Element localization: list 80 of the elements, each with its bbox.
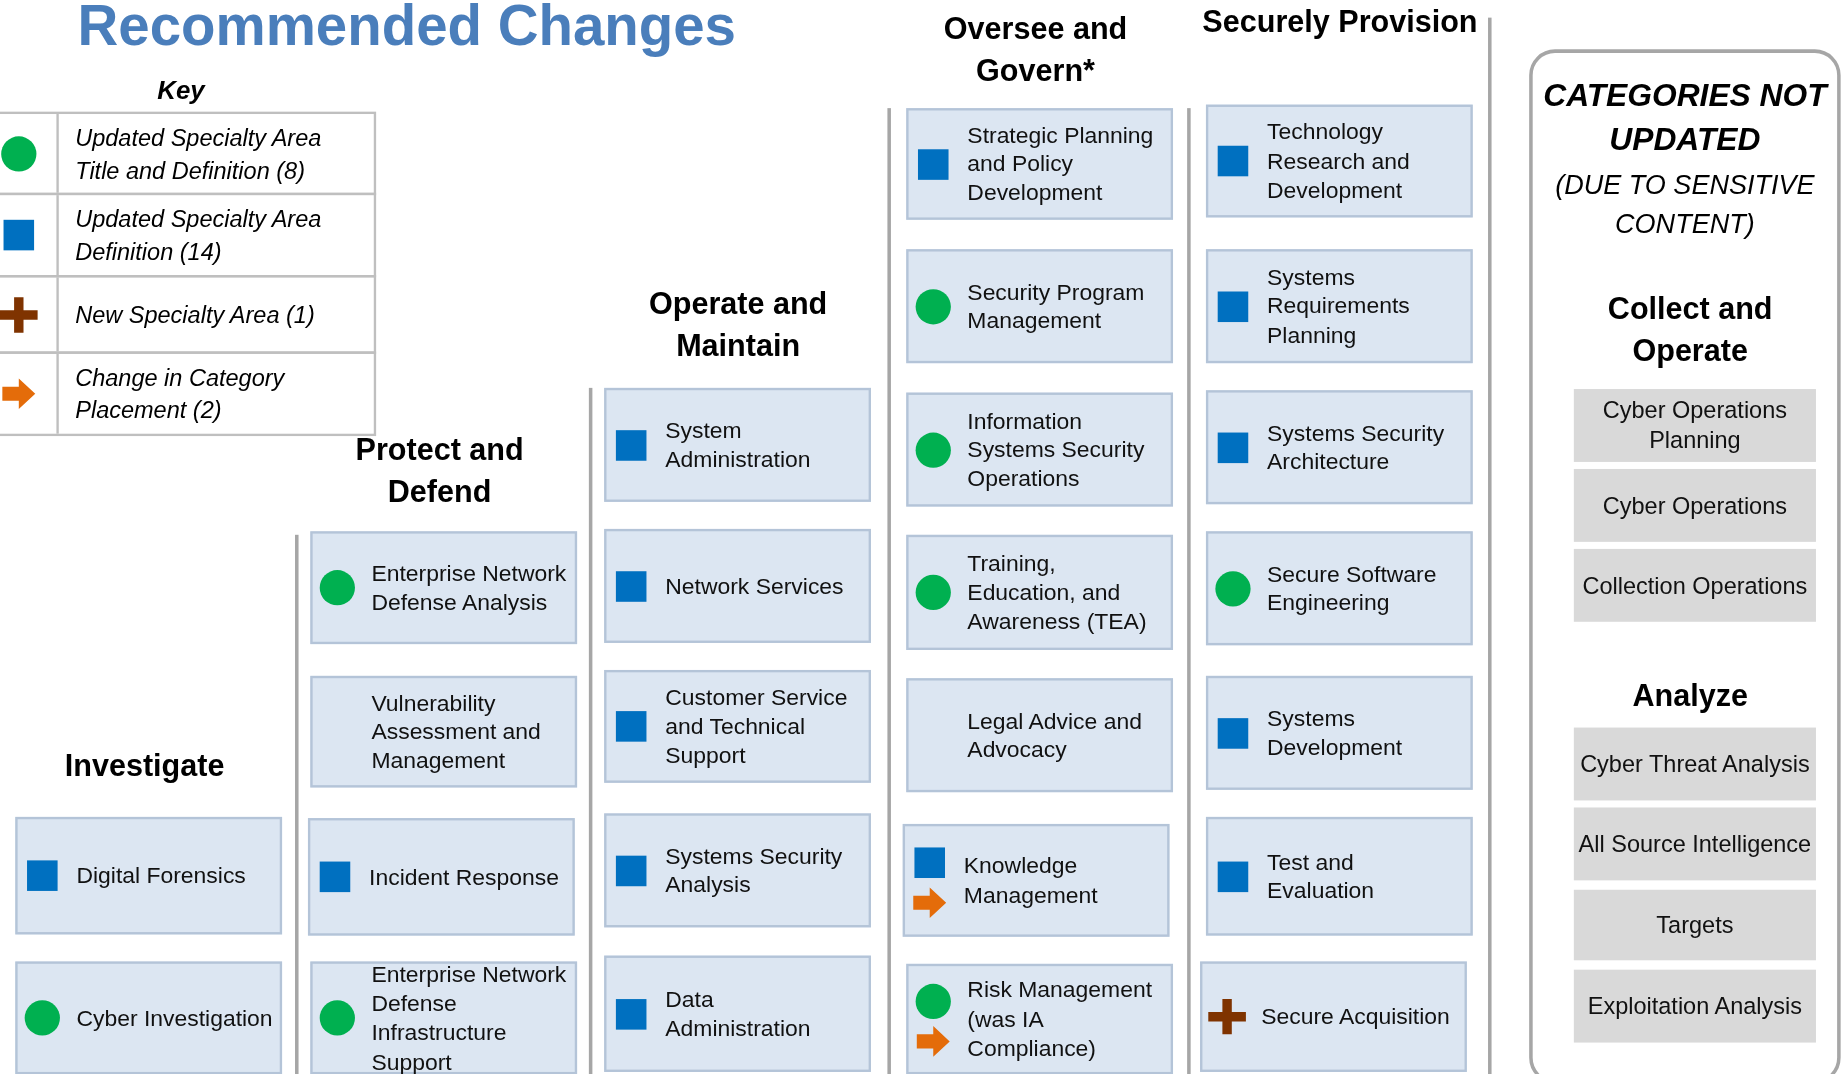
specialty-name: Systems Requirements Planning (1267, 262, 1411, 350)
specialty-box (1205, 249, 1473, 364)
specialty-box (1200, 961, 1467, 1072)
category-box (1573, 548, 1816, 622)
category-heading: Operate and Maintain (648, 284, 829, 366)
specialty-name: Security Program Management (967, 277, 1146, 336)
specialty-name: Data Administration (665, 984, 812, 1043)
category-box (1573, 727, 1816, 801)
specialty-box (604, 387, 871, 502)
category-name: Cyber Operations Planning (1601, 396, 1788, 455)
specialty-name: Systems Security Architecture (1267, 418, 1446, 477)
specialty-name: Vulnerability Assessment and Management (371, 687, 542, 776)
specialty-name: Information Systems Security Operations (967, 405, 1146, 494)
category-name: Collection Operations (1582, 570, 1808, 601)
key-text: Updated Specialty Area Definition (14) (75, 204, 323, 267)
specialty-name: Digital Forensics (76, 861, 247, 891)
specialty-box (902, 823, 1170, 937)
category-box (1573, 889, 1816, 961)
specialty-name: Strategic Planning and Policy Development (967, 120, 1155, 208)
specialty-box (604, 669, 871, 783)
specialty-name: Technology Research and Development (1267, 117, 1411, 205)
specialty-box (1205, 816, 1473, 936)
panel-title: CATEGORIES NOT UPDATED (1542, 76, 1830, 160)
specialty-box (604, 528, 871, 643)
specialty-name: Systems Development (1267, 703, 1404, 762)
panel-subtitle: (DUE TO SENSITIVE CONTENT) (1554, 168, 1816, 241)
category-name: Exploitation Analysis (1587, 991, 1803, 1021)
specialty-name: Legal Advice and Advocacy (967, 706, 1143, 765)
specialty-name: Enterprise Network Defense Analysis (371, 558, 568, 617)
category-box (1573, 969, 1816, 1043)
category-box (1573, 389, 1816, 462)
category-heading: Investigate (63, 746, 226, 785)
category-box (1573, 469, 1816, 542)
specialty-name: Secure Software Engineering (1267, 559, 1438, 618)
specialty-box (1205, 675, 1473, 790)
specialty-name: Incident Response (369, 862, 560, 892)
specialty-name: Customer Service and Technical Support (665, 682, 849, 771)
specialty-name: Secure Acquisition (1261, 1002, 1451, 1032)
specialty-box (604, 955, 871, 1072)
specialty-box (906, 249, 1174, 364)
category-heading: Protect and Defend (354, 430, 525, 512)
specialty-name: Training, Education, and Awareness (TEA) (967, 548, 1148, 637)
category-heading: Securely Provision (1201, 2, 1479, 41)
specialty-box (1205, 531, 1473, 646)
specialty-box (906, 534, 1174, 650)
category-name: Cyber Operations (1602, 490, 1787, 521)
specialty-box (906, 392, 1174, 507)
category-name: All Source Intelligence (1578, 829, 1812, 859)
specialty-name: Test and Evaluation (1267, 847, 1376, 906)
specialty-box (906, 108, 1174, 220)
specialty-box (604, 813, 871, 928)
specialty-box (15, 816, 283, 935)
specialty-name: Knowledge Management (963, 851, 1099, 910)
key-text: Change in Category Placement (2) (75, 363, 287, 426)
specialty-name: Cyber Investigation (76, 1003, 274, 1033)
specialty-name: Enterprise Network Defense Infrastructure Support (371, 959, 568, 1074)
category-heading: Analyze (1631, 677, 1749, 716)
specialty-name: Systems Security Analysis (665, 841, 844, 900)
key-heading: Key (156, 74, 207, 107)
specialty-box (310, 675, 578, 788)
category-heading: Oversee and Govern* (942, 9, 1129, 91)
specialty-name: System Administration (665, 415, 812, 474)
category-name: Targets (1656, 910, 1734, 940)
category-panel (1529, 49, 1841, 1074)
category-heading: Collect and Operate (1606, 289, 1774, 371)
title: Recommended Changes (77, 0, 736, 58)
specialty-box (1205, 104, 1473, 218)
key-text: Updated Specialty Area Title and Definition (8) (75, 123, 323, 186)
category-box (1573, 807, 1816, 881)
specialty-box (906, 963, 1174, 1074)
specialty-name: Network Services (665, 571, 845, 601)
specialty-box (1205, 390, 1473, 505)
category-name: Cyber Threat Analysis (1580, 749, 1810, 779)
specialty-name: Risk Management (was IA Compliance) (967, 975, 1154, 1063)
specialty-box (310, 531, 578, 645)
specialty-box (15, 961, 283, 1074)
key-text: New Specialty Area (1) (75, 300, 315, 330)
specialty-box (307, 818, 575, 936)
specialty-box (906, 678, 1174, 793)
specialty-box (310, 961, 578, 1074)
